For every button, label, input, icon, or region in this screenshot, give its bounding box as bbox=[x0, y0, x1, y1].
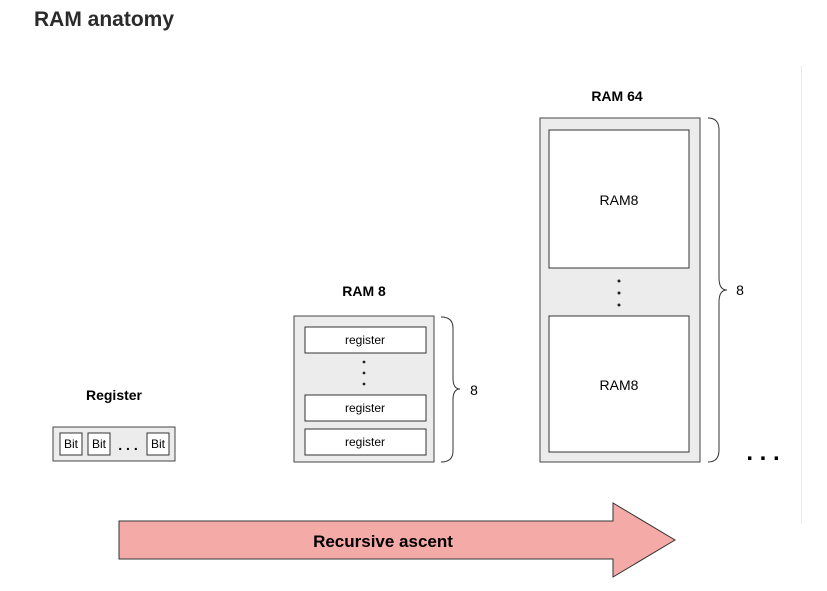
ram64-title: RAM 64 bbox=[591, 88, 643, 104]
bit-cell bbox=[146, 432, 170, 456]
vertical-ellipsis-dot bbox=[362, 382, 366, 386]
register-block bbox=[304, 428, 427, 456]
vertical-ellipsis-dot bbox=[617, 291, 621, 295]
register-block bbox=[304, 326, 427, 354]
page-title: RAM anatomy bbox=[34, 8, 175, 31]
ram8-title: RAM 8 bbox=[342, 283, 386, 299]
vertical-ellipsis-dot bbox=[362, 371, 366, 375]
ram64-brace bbox=[707, 117, 728, 463]
bit-label: Bit bbox=[151, 437, 166, 451]
bit-cell bbox=[87, 432, 111, 456]
arrow-label: Recursive ascent bbox=[313, 532, 453, 551]
ram64-count: 8 bbox=[736, 282, 744, 298]
ram8-brace bbox=[440, 316, 461, 463]
ram8-block bbox=[548, 315, 690, 453]
ram8-count: 8 bbox=[470, 382, 478, 398]
bit-ellipsis: . . . bbox=[118, 437, 137, 453]
register-block-label: register bbox=[345, 401, 385, 415]
ram8-block-label: RAM8 bbox=[600, 192, 639, 208]
ram8-block bbox=[548, 129, 690, 269]
register-title: Register bbox=[86, 387, 143, 403]
vertical-ellipsis-dot bbox=[617, 303, 621, 307]
ram8-block-label: RAM8 bbox=[600, 377, 639, 393]
bit-label: Bit bbox=[92, 437, 107, 451]
recursive-ascent-arrow bbox=[118, 502, 676, 578]
vertical-ellipsis-dot bbox=[362, 360, 366, 364]
register-block bbox=[304, 394, 427, 422]
continuation-ellipsis: . . . bbox=[746, 439, 779, 466]
vertical-ellipsis-dot bbox=[617, 279, 621, 283]
register-block-label: register bbox=[345, 435, 385, 449]
bit-cell bbox=[59, 432, 83, 456]
bit-label: Bit bbox=[64, 437, 79, 451]
divider bbox=[801, 66, 802, 524]
register-block-label: register bbox=[345, 333, 385, 347]
